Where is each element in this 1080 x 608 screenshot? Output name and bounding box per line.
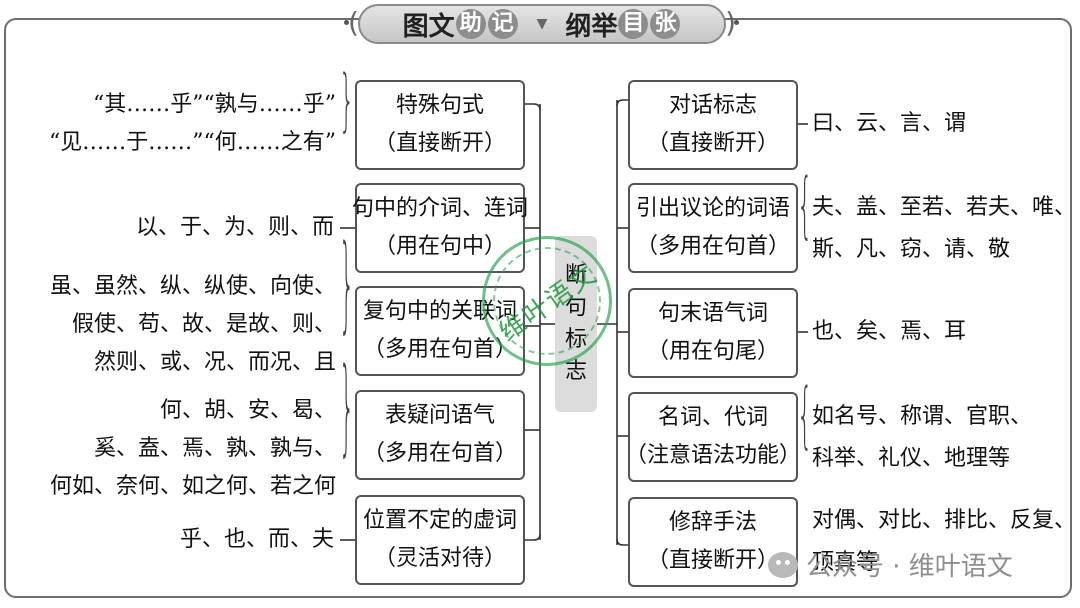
left-items-prepositions: 以、于、为、则、而: [136, 209, 334, 247]
title-highlight-4: 张: [650, 9, 681, 39]
box-title: 位置不定的虚词: [362, 508, 517, 533]
title-banner: ( ) 图文 助 记 ▼ 纲举 目 张: [348, 2, 736, 46]
triangle-down-icon: ▼: [536, 16, 548, 32]
item-line: “其……乎”“孰与……乎”: [93, 92, 336, 117]
box-subtitle: （多用在句首）: [635, 234, 790, 259]
box-subtitle: （用在句尾）: [646, 339, 779, 364]
item-line: “见……于……”“何……之有”: [49, 130, 336, 155]
title-highlight-3: 目: [618, 9, 649, 39]
right-box-final-particles: 句末语气词 （用在句尾）: [628, 288, 798, 378]
left-box-flexible-particles: 位置不定的虚词 （灵活对待）: [355, 495, 525, 585]
center-node: 断 句 标 志: [555, 236, 597, 412]
right-items-dialogue: 曰、云、言、谓: [812, 103, 966, 145]
box-subtitle: （多用在句首）: [362, 337, 517, 362]
right-brace-icon: }: [339, 348, 355, 468]
box-subtitle: （直接断开）: [646, 548, 779, 573]
right-items-rhetoric: 对偶、对比、排比、反复、 顶真等: [812, 500, 1076, 584]
banner-left-dot: [344, 20, 349, 25]
box-title: 对话标志: [668, 93, 757, 118]
item-line: 对偶、对比、排比、反复、: [812, 508, 1077, 533]
item-line: 顶真等: [812, 550, 879, 575]
item-line: 何如、奈何、如之何、若之何: [49, 474, 336, 499]
item-line: 然则、或、况、而况、且: [93, 350, 336, 375]
item-line: 以、于、为、则、而: [135, 215, 334, 240]
box-title: 句中的介词、连词: [352, 196, 529, 221]
wechat-icon: [768, 551, 798, 578]
box-title: 句末语气词: [657, 301, 768, 326]
left-items-special-syntax: “其……乎”“孰与……乎” “见……于……”“何……之有”: [49, 86, 336, 162]
box-subtitle: （直接断开）: [646, 131, 779, 156]
title-highlight-1: 助: [455, 9, 486, 39]
box-subtitle: （用在句中）: [373, 234, 506, 259]
right-box-dialogue: 对话标志 （直接断开）: [628, 80, 798, 170]
item-line: 何、胡、安、曷、: [159, 398, 336, 423]
item-line: 奚、盍、焉、孰、孰与、: [93, 436, 336, 461]
box-title: 表疑问语气: [384, 403, 495, 428]
title-highlight-2: 记: [487, 9, 518, 39]
title-text-1: 图文: [402, 11, 455, 42]
left-items-interrogative: 何、胡、安、曷、 奚、盍、焉、孰、孰与、 何如、奈何、如之何、若之何: [50, 392, 336, 506]
right-box-discourse-words: 引出议论的词语 （多用在句首）: [628, 183, 798, 273]
wechat-watermark: 公众号 · 维叶语文: [768, 546, 1013, 583]
box-title: 复句中的关联词: [362, 299, 517, 324]
item-line: 曰、云、言、谓: [812, 111, 967, 136]
watermark-text: 公众号 · 维叶语文: [806, 552, 1013, 582]
right-items-nouns-pronouns: 如名号、称谓、官职、 科举、礼仪、地理等: [812, 396, 1032, 480]
left-items-conjunctions: 虽、虽然、纵、纵使、向使、 假使、苟、故、是故、则、 然则、或、况、而况、且: [50, 268, 336, 382]
item-line: 虽、虽然、纵、纵使、向使、: [49, 274, 336, 299]
item-line: 斯、凡、窃、请、敬: [812, 237, 1011, 262]
left-box-conjunctions: 复句中的关联词 （多用在句首）: [355, 286, 525, 376]
box-subtitle: （直接断开）: [373, 131, 506, 156]
center-char: 志: [564, 359, 587, 384]
box-subtitle: （注意语法功能）: [625, 443, 802, 468]
item-line: 科举、礼仪、地理等: [812, 446, 1011, 471]
right-brace-icon: }: [339, 225, 355, 345]
left-box-special-syntax: 特殊句式 （直接断开）: [355, 80, 525, 170]
box-title: 引出议论的词语: [635, 196, 790, 221]
title-text-2: 纲举: [565, 11, 618, 42]
left-items-flexible-particles: 乎、也、而、夫: [180, 521, 334, 559]
banner-right-dot: [734, 20, 739, 25]
left-brace-icon: {: [797, 374, 813, 458]
item-line: 假使、苟、故、是故、则、: [71, 312, 336, 337]
item-line: 夫、盖、至若、若夫、唯、: [812, 195, 1077, 220]
box-subtitle: （灵活对待）: [373, 546, 506, 571]
right-items-final-particles: 也、矣、焉、耳: [812, 311, 966, 353]
right-box-nouns-pronouns: 名词、代词 （注意语法功能）: [625, 392, 802, 482]
center-char: 句: [564, 295, 587, 320]
banner-right-paren: ): [725, 6, 736, 39]
right-items-discourse-words: 夫、盖、至若、若夫、唯、 斯、凡、窃、请、敬: [812, 187, 1076, 271]
item-line: 也、矣、焉、耳: [812, 319, 967, 344]
item-line: 乎、也、而、夫: [179, 527, 334, 552]
left-brace-icon: {: [797, 164, 813, 248]
box-subtitle: （多用在句首）: [362, 441, 517, 466]
left-box-prepositions: 句中的介词、连词 （用在句中）: [352, 183, 529, 273]
box-title: 名词、代词: [657, 405, 768, 430]
center-char: 断: [564, 263, 587, 288]
center-char: 标: [564, 327, 587, 352]
banner-left-paren: (: [348, 6, 359, 39]
box-title: 修辞手法: [668, 510, 757, 535]
item-line: 如名号、称谓、官职、: [812, 404, 1033, 429]
right-brace-icon: }: [339, 61, 355, 141]
box-title: 特殊句式: [395, 93, 484, 118]
left-box-interrogative: 表疑问语气 （多用在句首）: [355, 390, 525, 480]
